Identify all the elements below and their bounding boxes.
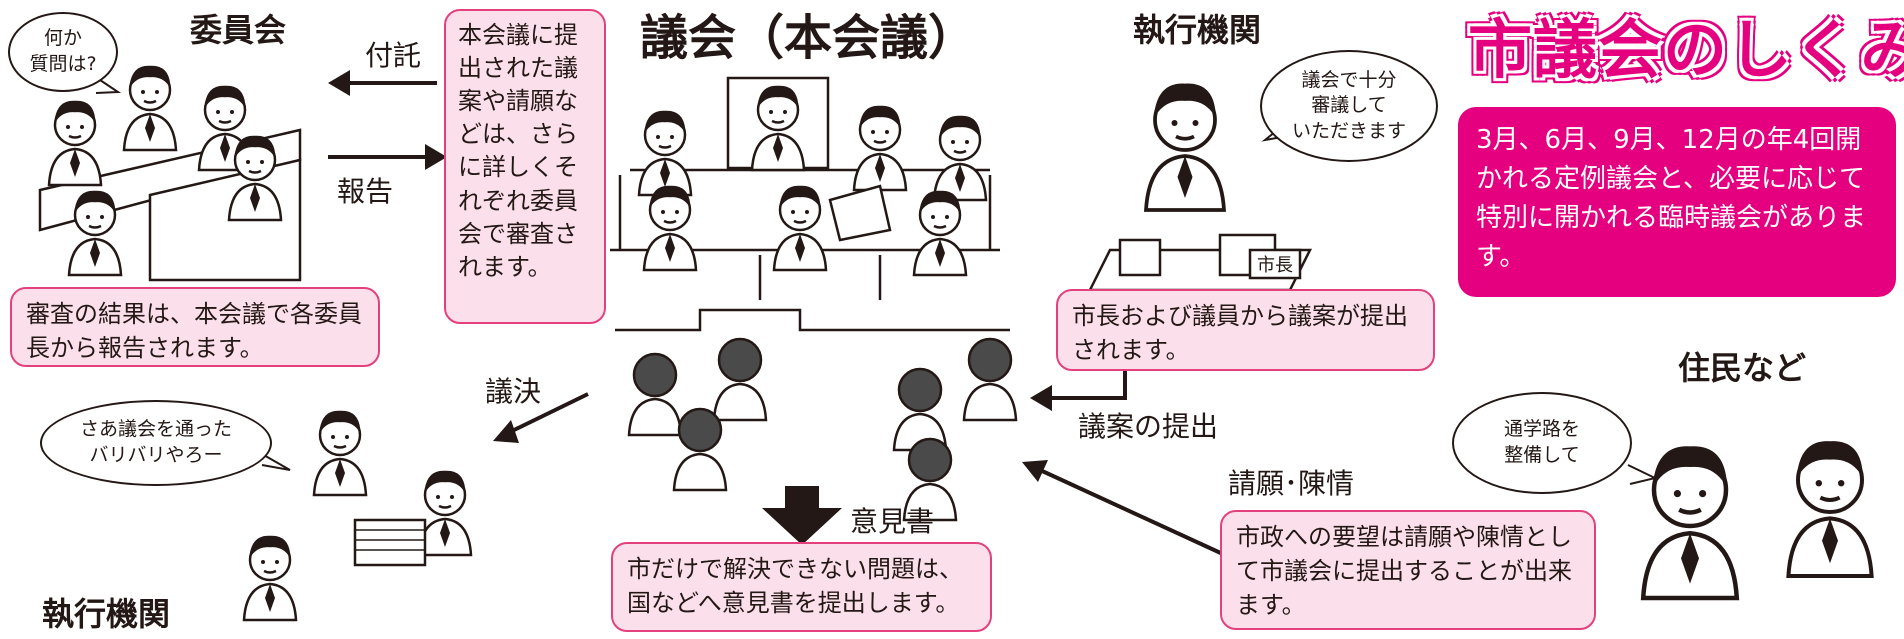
person-icon bbox=[712, 337, 768, 422]
person-icon bbox=[1643, 449, 1737, 598]
person-icon bbox=[1788, 443, 1871, 576]
person-icon bbox=[772, 185, 828, 272]
plenary-heading: 議会（本会議） bbox=[640, 10, 977, 66]
committee-illustration bbox=[38, 65, 302, 282]
executive-heading-top: 執行機関 bbox=[1133, 11, 1262, 49]
bill-submission-label: 議案の提出 bbox=[1078, 410, 1219, 443]
mayor-speech-bubble: 議会で十分 審議して いただきます bbox=[1260, 50, 1438, 162]
petition-label: 請願･陳情 bbox=[1228, 467, 1355, 500]
person-icon bbox=[1144, 83, 1226, 212]
committee-heading: 委員会 bbox=[190, 11, 287, 49]
summary-box: 3月、6月、9月、12月の年4回開かれる定例議会と、必要に応じて特別に開かれる臨… bbox=[1458, 107, 1896, 297]
page-title: 市議会のしくみ bbox=[1468, 14, 1904, 88]
executive-heading-bottom: 執行機関 bbox=[42, 595, 171, 633]
person-icon bbox=[122, 65, 178, 152]
plenary-illustration bbox=[610, 76, 1018, 522]
referral-label: 付託 bbox=[365, 39, 422, 72]
person-icon bbox=[750, 85, 806, 172]
bill-by-mayor-box: 市長および議員から議案が提出されます。 bbox=[1056, 289, 1435, 371]
arrow-left-icon bbox=[328, 70, 437, 96]
opinion-label: 意見書 bbox=[850, 505, 935, 538]
report-label: 報告 bbox=[337, 175, 394, 208]
person-icon bbox=[852, 105, 908, 192]
person-icon bbox=[627, 352, 683, 437]
residents-illustration bbox=[1643, 443, 1871, 598]
residents-heading: 住民など bbox=[1678, 349, 1807, 387]
arrow-right-icon bbox=[328, 144, 447, 170]
person-icon bbox=[642, 185, 698, 272]
mayor-illustration: 市長 bbox=[1087, 83, 1313, 292]
bill-submission-arrow bbox=[1030, 358, 1127, 411]
resolution-arrow bbox=[493, 392, 589, 443]
person-icon bbox=[417, 470, 473, 557]
committee-speech-bubble: 何か 質問は? bbox=[8, 12, 118, 92]
person-icon bbox=[892, 367, 948, 452]
executive-illustration bbox=[242, 410, 473, 622]
petition-note-box: 市政への要望は請願や陳情として市議会に提出することが出来ます。 bbox=[1220, 510, 1596, 630]
residents-speech-bubble: 通学路を 整備して bbox=[1452, 392, 1632, 494]
person-icon bbox=[47, 100, 103, 187]
person-icon bbox=[67, 190, 123, 277]
petition-arrow bbox=[1022, 460, 1226, 557]
person-icon bbox=[637, 110, 693, 197]
committee-result-box: 審査の結果は、本会議で各委員長から報告されます。 bbox=[10, 287, 380, 367]
desk-icon bbox=[1248, 248, 1302, 280]
arrow-down-icon bbox=[762, 486, 842, 545]
resolution-label: 議決 bbox=[485, 375, 542, 408]
person-icon bbox=[962, 337, 1018, 422]
plenary-referral-box: 本会議に提出された議案や請願などは、さらに詳しくそれぞれ委員会で審査されます。 bbox=[444, 9, 606, 324]
person-icon bbox=[912, 190, 968, 277]
person-icon bbox=[312, 410, 368, 497]
opinion-letter-box: 市だけで解決できない問題は、国などへ意見書を提出します。 bbox=[611, 542, 992, 632]
person-icon bbox=[672, 407, 728, 492]
executive-speech-bubble: さあ議会を通った バリバリやろー bbox=[40, 400, 272, 486]
mayor-nameplate: 市長 bbox=[1257, 255, 1293, 275]
person-icon bbox=[242, 535, 298, 622]
person-icon bbox=[932, 115, 988, 202]
